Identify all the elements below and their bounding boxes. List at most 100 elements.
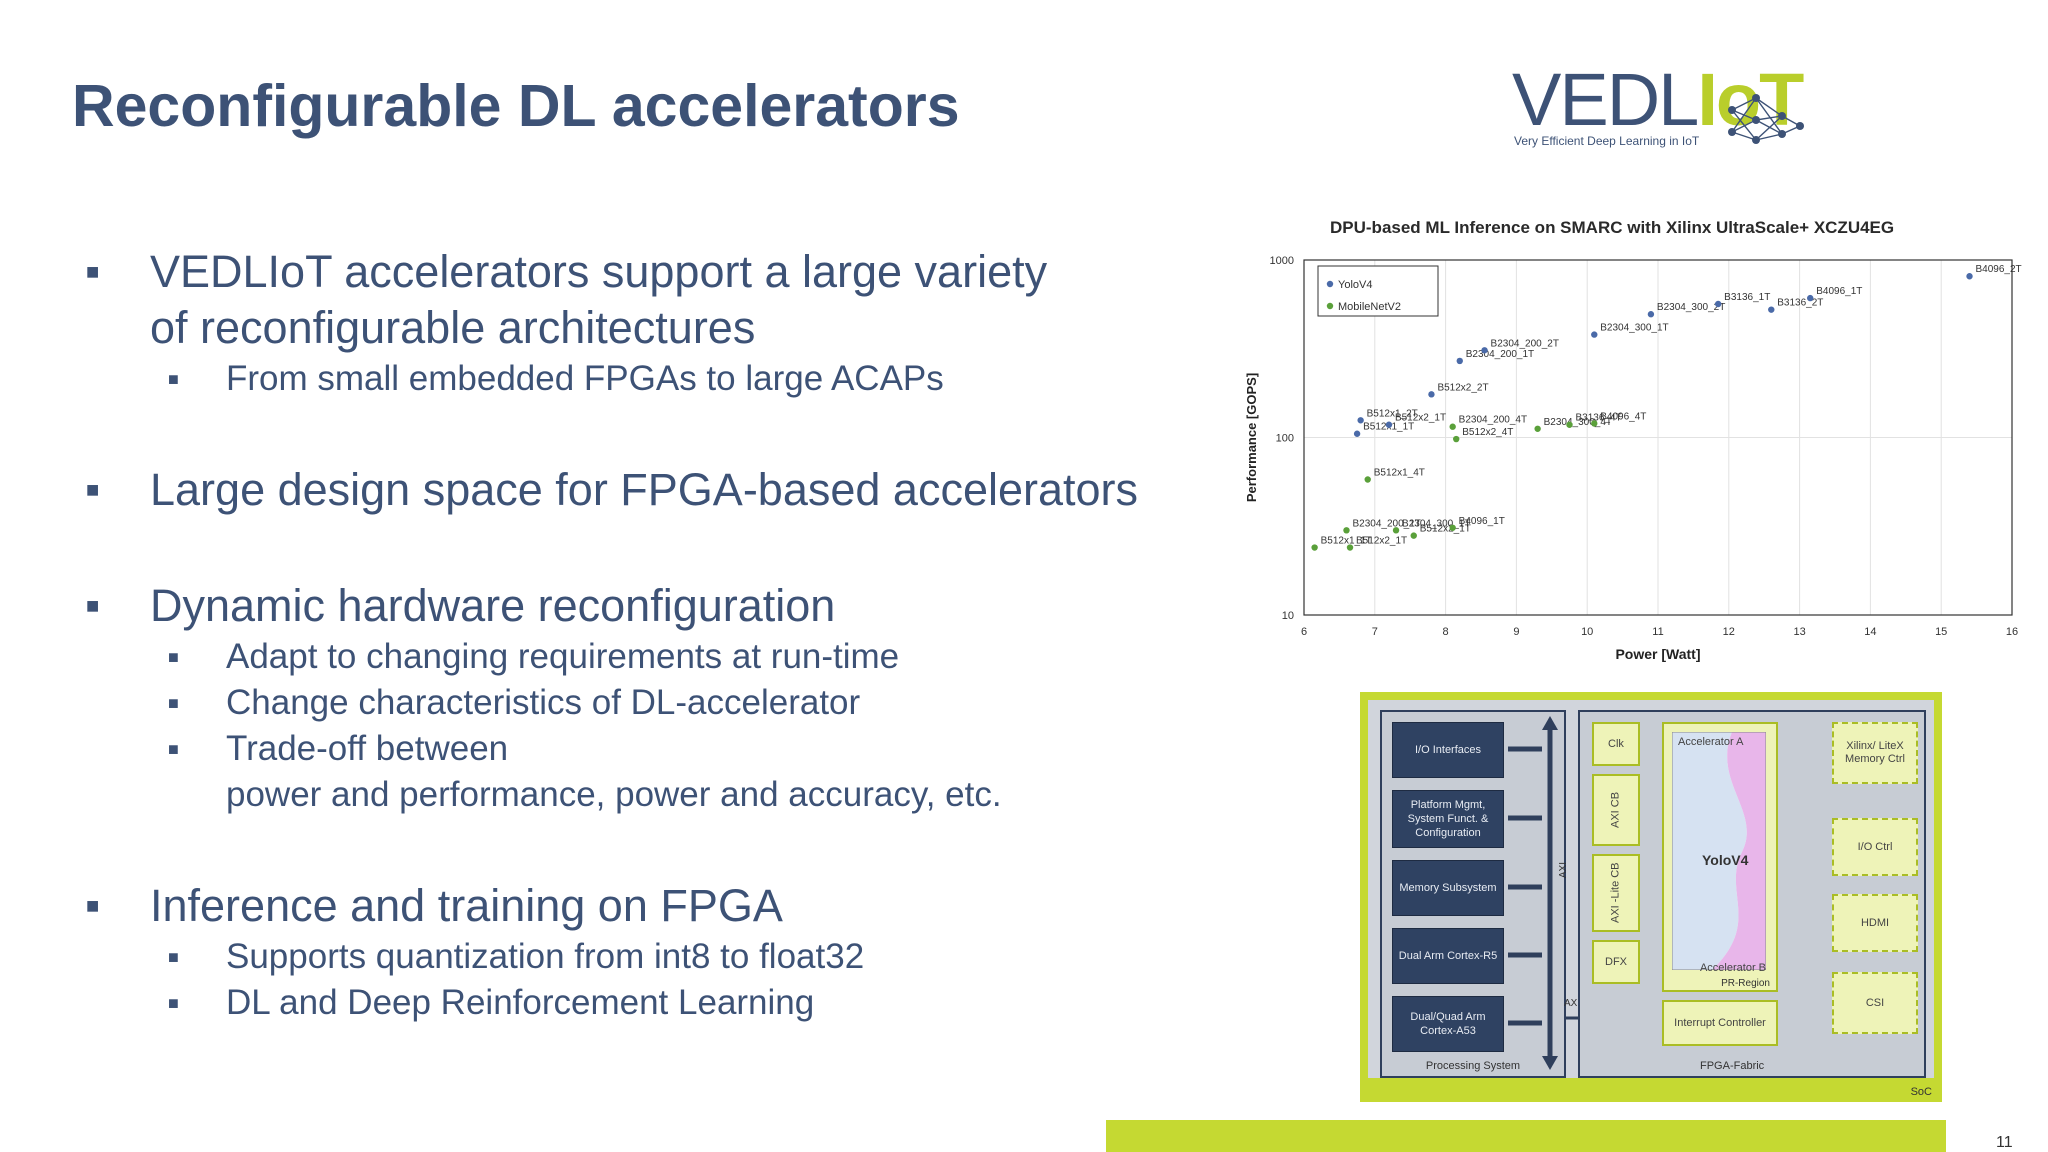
accelerator-a-label: Accelerator A (1678, 736, 1744, 748)
sub-bullet-text: Change characteristics of DL-accelerator (226, 683, 861, 722)
axi-bus-arrows (1508, 716, 1558, 1070)
bullet-text: of reconfigurable architectures (150, 302, 756, 353)
fpga-fabric-label: FPGA-Fabric (1700, 1060, 1765, 1072)
point-label: B3136_4T (1576, 413, 1622, 424)
point-label: B2304_300_4T (1544, 417, 1612, 428)
sub-bullet-item: ■ From small embedded FPGAs to large ACAP… (84, 356, 1204, 402)
bullet-square-icon: ■ (86, 893, 100, 918)
pr-region-label: PR-Region (1721, 978, 1770, 989)
point-label: B4096_2T (1976, 264, 2022, 275)
ps-block-memory: Memory Subsystem (1392, 860, 1504, 916)
io-ctrl-block: I/O Ctrl (1832, 818, 1918, 876)
bullet-square-icon: ■ (86, 259, 100, 284)
sub-bullet-item: ■ Change characteristics of DL-accelerato… (84, 680, 1204, 726)
legend-entry: YoloV4 (1338, 279, 1372, 291)
bullet-square-icon: ■ (168, 369, 179, 389)
point-label: B2304_200_1T (1466, 349, 1534, 360)
processing-system-label: Processing System (1425, 1060, 1521, 1072)
x-tick-label: 11 (1652, 626, 1663, 638)
bullet-square-icon: ■ (168, 647, 179, 667)
point-label: B3136_1T (1724, 292, 1770, 303)
bullet-square-icon: ■ (168, 947, 179, 967)
data-point (1343, 527, 1350, 534)
sub-bullet-text: From small embedded FPGAs to large ACAPs (226, 359, 944, 398)
fpga-fabric-box: Clk AXI CB AXI -Lite CB DFX Accelerator … (1578, 710, 1926, 1078)
axi-label: AXI (1558, 862, 1569, 879)
pr-region: Accelerator A YoloV4 Accelerator B PR-Re… (1662, 722, 1778, 992)
data-point (1346, 544, 1354, 551)
yolo-label: YoloV4 (1702, 852, 1749, 868)
data-point (1410, 532, 1417, 539)
sub-bullet-text: DL and Deep Reinforcement Learning (226, 983, 815, 1022)
x-tick-label: 10 (1581, 626, 1593, 638)
clk-block: Clk (1592, 722, 1640, 766)
point-label: B512x2_2T (1437, 382, 1488, 393)
bullet-text: Inference and training on FPGA (150, 880, 783, 931)
vedliot-logo: VEDLIoT Very Efficient Deep Learning in … (1512, 58, 1804, 156)
bullet-square-icon: ■ (168, 693, 179, 713)
sub-bullet-item: ■ Supports quantization from int8 to floa… (84, 934, 1204, 980)
bullet-square-icon: ■ (168, 993, 179, 1013)
accelerator-b-label: Accelerator B (1699, 962, 1766, 974)
point-label: B2304_300_1T (1402, 518, 1470, 529)
point-label: B512x2_1T (1395, 413, 1446, 424)
bullet-text: VEDLIoT accelerators support a large var… (150, 246, 1048, 297)
x-tick-label: 14 (1864, 626, 1876, 638)
sub-bullet-text: Adapt to changing requirements at run-ti… (226, 637, 900, 676)
bullet-item: ■ VEDLIoT accelerators support a large va… (84, 244, 1204, 356)
soc-architecture-diagram: I/O Interfaces Platform Mgmt, System Fun… (1360, 692, 1942, 1102)
x-tick-label: 16 (2006, 626, 2018, 638)
csi-block: CSI (1832, 972, 1918, 1034)
logo-word-vedl: VEDL (1512, 58, 1699, 141)
data-point (1428, 391, 1435, 398)
x-tick-label: 7 (1372, 626, 1378, 638)
dfx-block: DFX (1592, 940, 1640, 984)
point-label: B2304_200_2T (1491, 338, 1559, 349)
point-label: B512x2_4T (1462, 427, 1513, 438)
logo-word-iot: IoT (1697, 58, 1804, 141)
data-point (1768, 306, 1775, 313)
y-tick-label: 10 (1282, 610, 1294, 622)
data-point (1481, 347, 1488, 354)
soc-container: I/O Interfaces Platform Mgmt, System Fun… (1368, 700, 1934, 1078)
point-label: B2304_200_1T (1352, 518, 1420, 529)
bullet-text: Dynamic hardware reconfiguration (150, 580, 836, 631)
x-tick-label: 15 (1935, 626, 1947, 638)
data-point (1353, 430, 1361, 437)
point-label: B512x1_2T (1367, 408, 1418, 419)
bullet-item: ■ Inference and training on FPGA (84, 878, 1204, 934)
ps-block-io-interfaces: I/O Interfaces (1392, 722, 1504, 778)
axi-cb-block: AXI CB (1592, 774, 1640, 846)
sub-bullet-text: power and performance, power and accurac… (226, 775, 1002, 814)
point-label: B2304_300_2T (1657, 302, 1725, 313)
sub-bullet-text: Supports quantization from int8 to float… (226, 937, 865, 976)
x-tick-label: 13 (1793, 626, 1805, 638)
data-point (1392, 527, 1400, 534)
y-tick-label: 100 (1276, 433, 1294, 445)
data-point (1364, 476, 1371, 483)
data-point (1357, 417, 1364, 424)
logo-wordmark: VEDLIoT (1512, 58, 1804, 141)
x-tick-label: 8 (1443, 626, 1449, 638)
logo-tagline: Very Efficient Deep Learning in IoT (1514, 134, 1700, 148)
bullet-square-icon: ■ (86, 593, 100, 618)
sub-bullet-item: ■ Adapt to changing requirements at run-t… (84, 634, 1204, 680)
axi-lite-cb-block: AXI -Lite CB (1592, 854, 1640, 932)
data-point (1647, 311, 1655, 318)
x-tick-label: 12 (1723, 626, 1735, 638)
data-point (1449, 423, 1456, 430)
point-label: B4096_4T (1600, 411, 1646, 422)
chart-title: DPU-based ML Inference on SMARC with Xil… (1330, 218, 1895, 237)
data-point (1453, 435, 1460, 443)
ps-block-cortex-r5: Dual Arm Cortex-R5 (1392, 928, 1504, 984)
x-axis-label: Power [Watt] (1615, 646, 1700, 662)
data-point (1807, 294, 1814, 302)
hdmi-block: HDMI (1832, 894, 1918, 952)
page-number: 11 (1996, 1134, 2013, 1151)
footer-green-bar (1106, 1120, 1946, 1152)
ps-block-platform-mgmt: Platform Mgmt, System Funct. & Configura… (1392, 790, 1504, 848)
x-tick-label: 6 (1301, 626, 1307, 638)
data-point (1591, 420, 1598, 427)
point-label: B512x2_1T (1356, 536, 1407, 547)
